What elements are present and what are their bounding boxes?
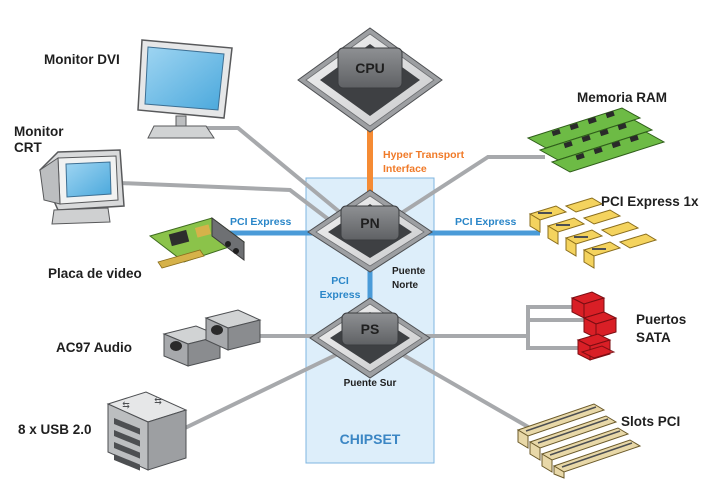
dvi-link — [205, 126, 344, 216]
video-card-icon — [148, 217, 246, 269]
pci-express-1x-label: PCI Express 1x — [601, 194, 699, 209]
puertos-sata-label-1: Puertos — [636, 312, 686, 327]
crt-monitor-icon — [39, 149, 125, 225]
crt-link — [119, 181, 334, 224]
puente-norte-label-2: Norte — [392, 280, 419, 291]
sata-branch-3 — [526, 336, 582, 350]
pci-express-left-label: PCI Express — [230, 216, 291, 228]
puente-norte-label-1: Puente — [392, 266, 426, 277]
hyper-transport-label-2: Interface — [383, 163, 427, 175]
monitor-crt-label-1: Monitor — [14, 124, 64, 139]
usb-ports-icon: ⇆ ⇆ — [106, 391, 188, 471]
pci-express-vertical-label-2: Express — [320, 289, 361, 301]
cpu-label: CPU — [355, 60, 385, 76]
monitor-dvi-label: Monitor DVI — [44, 52, 120, 67]
ram-modules-icon — [526, 107, 666, 173]
pci-express-vertical-label-1: PCI — [331, 275, 349, 287]
pci-express-right-label: PCI Express — [455, 216, 516, 228]
chipset-label: CHIPSET — [340, 431, 401, 447]
svg-text:⇆: ⇆ — [154, 396, 162, 406]
slots-pci-label: Slots PCI — [621, 414, 680, 429]
pci-express-slots-icon — [528, 197, 658, 269]
sata-ports-icon — [570, 291, 618, 361]
pci-slots-icon — [516, 403, 642, 479]
south-bridge-chip-icon: PS — [309, 297, 431, 379]
ps-label: PS — [361, 321, 380, 337]
cpu-chip-icon: CPU — [297, 27, 443, 133]
svg-text:⇆: ⇆ — [122, 400, 130, 410]
monitor-crt-label-2: CRT — [14, 140, 42, 155]
hyper-transport-label-1: Hyper Transport — [383, 149, 465, 161]
puertos-sata-label-2: SATA — [636, 330, 671, 345]
usb-label: 8 x USB 2.0 — [18, 422, 92, 437]
north-bridge-chip-icon: PN — [307, 189, 433, 273]
ram-link — [398, 155, 545, 216]
sata-branch-1 — [526, 305, 578, 336]
audio-connector-icon — [162, 309, 262, 367]
memoria-ram-label: Memoria RAM — [577, 90, 667, 105]
dvi-monitor-icon — [137, 39, 233, 139]
usb-link — [184, 350, 343, 430]
pci-slots-link — [397, 350, 531, 430]
pn-label: PN — [360, 215, 379, 231]
puente-sur-label: Puente Sur — [344, 378, 397, 389]
placa-video-label: Placa de video — [48, 266, 142, 281]
ac97-label: AC97 Audio — [56, 340, 132, 355]
